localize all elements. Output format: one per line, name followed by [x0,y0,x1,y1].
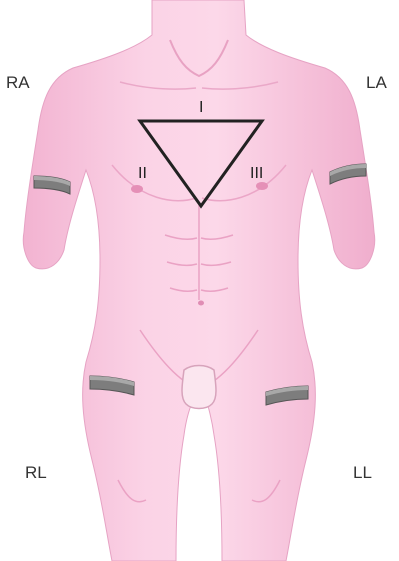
label-lead-2: II [138,165,147,182]
label-lead-3: III [250,165,263,182]
left-nipple [256,182,268,190]
label-lead-1: I [199,99,203,116]
label-ll: LL [353,463,372,482]
human-torso-illustration [23,0,374,561]
label-ra: RA [6,73,30,92]
right-nipple [131,185,143,193]
label-rl: RL [25,463,47,482]
label-la: LA [366,73,387,92]
navel [198,301,204,306]
groin-area [182,366,216,409]
